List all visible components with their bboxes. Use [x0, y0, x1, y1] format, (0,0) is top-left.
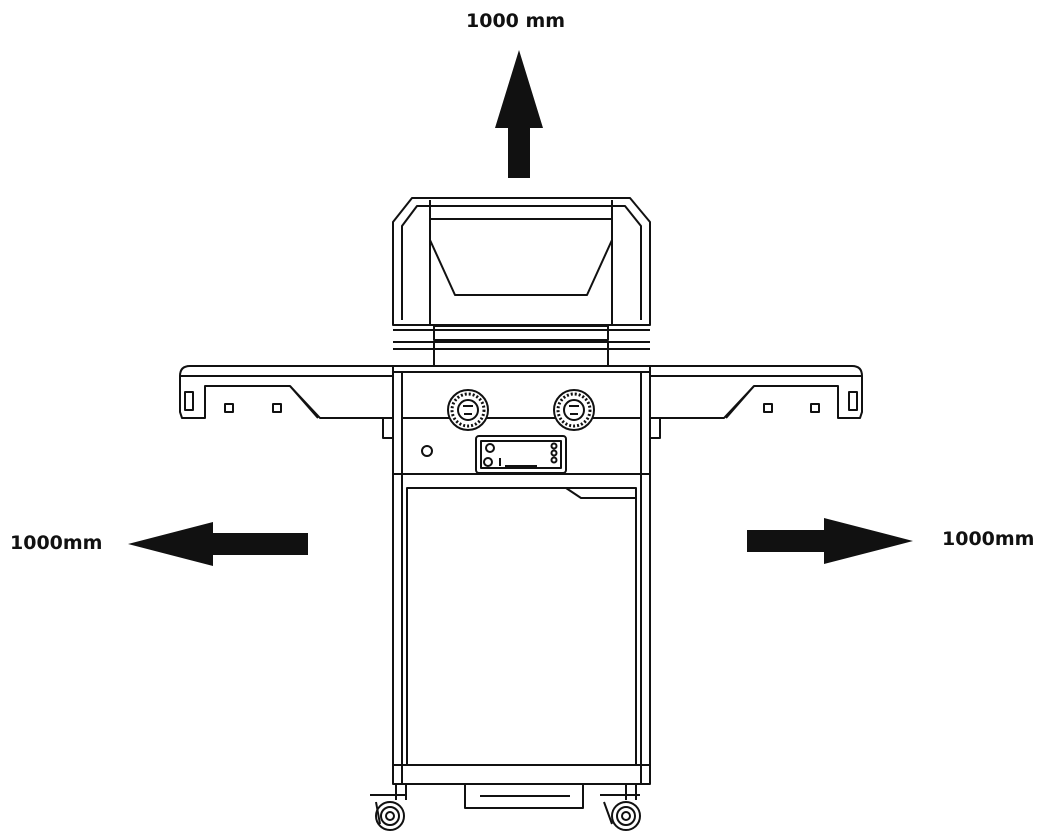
top-clearance-label: 1000 mm: [466, 10, 566, 32]
right-clearance-label: 1000mm: [942, 528, 1035, 550]
ignition-module: [475, 435, 567, 474]
left-clearance-label: 1000mm: [10, 532, 103, 554]
left-knob: [447, 389, 489, 431]
cart-cabinet: [392, 473, 651, 809]
right-knob: [553, 389, 595, 431]
left-side-shelf: [179, 365, 394, 419]
top-arrow: [495, 50, 543, 178]
grill-lid: [392, 197, 651, 341]
right-caster: [600, 784, 641, 831]
right-side-shelf: [649, 365, 863, 419]
right-arrow: [747, 518, 913, 564]
left-arrow: [128, 522, 308, 566]
grill-drawing: [179, 197, 863, 831]
left-caster: [370, 784, 407, 831]
